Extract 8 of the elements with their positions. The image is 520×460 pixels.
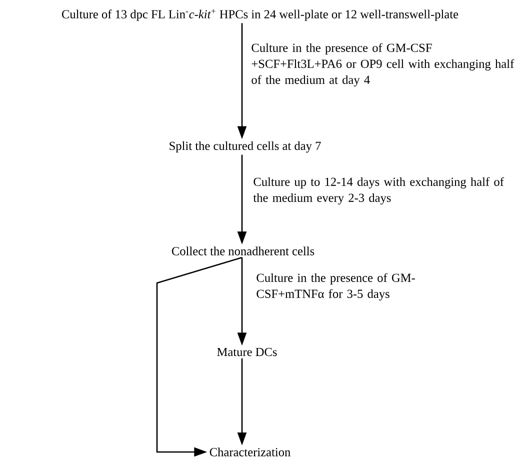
edge-label: Culture up to 12-14 days with exchanging half of the medium every 2-3 days: [253, 177, 504, 204]
step-text: Mature DCs: [217, 348, 277, 356]
edge-label: Culture in the presence of GM-CSF +SCF+Flt3L+PA6 or OP9 cell with exchanging half of the medium at day 4: [252, 43, 514, 86]
step-text: Culture of 13 dpc FL Lin$^{-}$c-kit$^{+}$ HPCs in 24 well-plate or 12 well-transwell-plate: [62, 9, 458, 21]
edge-label: Culture in the presence of GM-CSF+mTNFα for 3-5 days: [256, 273, 415, 300]
step-text: Characterization: [210, 448, 290, 456]
step-text: Collect the nonadherent cells: [172, 246, 314, 256]
step-text: Split the cultured cells at day 7: [170, 141, 321, 153]
